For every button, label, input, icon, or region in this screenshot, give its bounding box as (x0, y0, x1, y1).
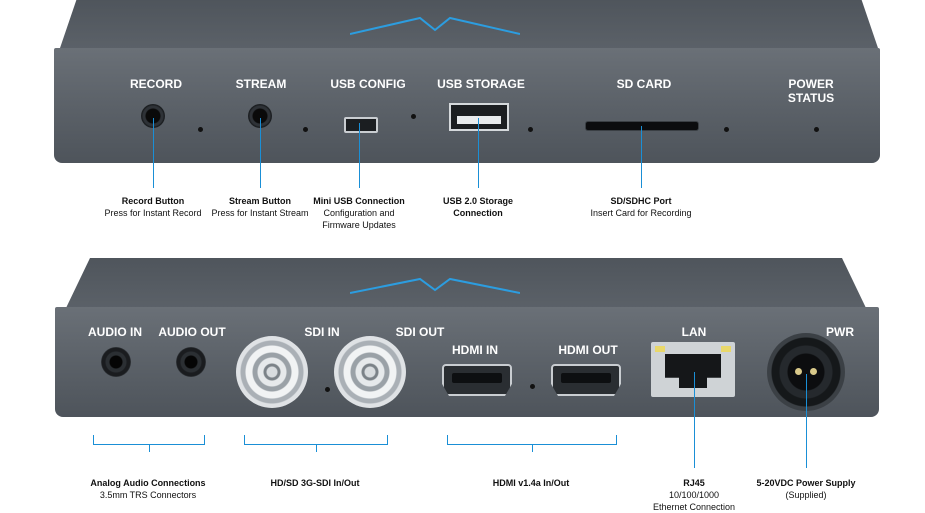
hdmi-caption-title: HDMI v1.4a In/Out (492, 478, 570, 488)
usb-storage-caption-title: USB 2.0 Storage (442, 196, 514, 206)
power-status-led (814, 127, 819, 132)
pwr-caption: 5-20VDC Power Supply (Supplied) (748, 477, 864, 501)
sd-card-callout-line (641, 126, 642, 188)
top-device-logo-mark (350, 16, 520, 35)
usb-config-led (411, 114, 416, 119)
audio-out-jack[interactable] (176, 347, 206, 377)
audio-in-jack[interactable] (101, 347, 131, 377)
rj45-led-left (655, 346, 665, 352)
rj45-ethernet-port[interactable] (651, 342, 735, 397)
audio-caption-title: Analog Audio Connections (90, 478, 206, 488)
usb-storage-callout-line (478, 118, 479, 188)
hdmi-callout-bracket (447, 435, 617, 452)
lan-caption-sub1: 10/100/1000 (668, 490, 720, 500)
pwr-callout-line (806, 374, 807, 468)
hdmi-in-label: HDMI IN (452, 343, 498, 357)
rj45-led-right (721, 346, 731, 352)
sdi-caption-title: HD/SD 3G-SDI In/Out (270, 478, 360, 488)
stream-callout-line (260, 118, 261, 188)
stream-led (303, 127, 308, 132)
record-caption: Record Button Press for Instant Record (98, 195, 208, 219)
usb-config-caption-sub2: Firmware Updates (322, 220, 396, 230)
pwr-caption-title: 5-20VDC Power Supply (756, 478, 856, 488)
sdi-caption: HD/SD 3G-SDI In/Out (255, 477, 375, 489)
audio-out-label: AUDIO OUT (158, 325, 226, 339)
sd-card-slot[interactable] (586, 122, 698, 130)
sdi-out-label: SDI OUT (395, 325, 445, 339)
sd-card-caption: SD/SDHC Port Insert Card for Recording (581, 195, 701, 219)
sd-card-led (724, 127, 729, 132)
hdmi-out-port[interactable] (551, 364, 621, 396)
record-callout-line (153, 118, 154, 188)
usb-config-caption: Mini USB Connection Configuration and Fi… (309, 195, 409, 231)
power-pin-left (795, 368, 802, 375)
usb-a-port-tongue (457, 116, 501, 124)
usb-storage-caption-sub: Connection (453, 208, 503, 218)
usb-a-port[interactable] (449, 103, 509, 131)
lan-label: LAN (681, 325, 707, 339)
power-status-label-line1: POWER (788, 77, 834, 91)
stream-caption: Stream Button Press for Instant Stream (205, 195, 315, 219)
record-label: RECORD (129, 77, 182, 91)
sd-card-label: SD CARD (616, 77, 672, 91)
usb-config-callout-line (359, 123, 360, 188)
stream-caption-title: Stream Button (228, 196, 291, 206)
lan-caption: RJ45 10/100/1000 Ethernet Connection (644, 477, 744, 513)
sdi-in-label: SDI IN (304, 325, 340, 339)
audio-callout-bracket (93, 435, 205, 452)
audio-in-label: AUDIO IN (88, 325, 142, 339)
stream-caption-sub: Press for Instant Stream (211, 208, 309, 218)
hdmi-caption: HDMI v1.4a In/Out (471, 477, 591, 489)
hdmi-out-label: HDMI OUT (558, 343, 618, 357)
hdmi-led (530, 384, 535, 389)
usb-config-caption-title: Mini USB Connection (313, 196, 405, 206)
pwr-label: PWR (826, 325, 854, 339)
mini-usb-port[interactable] (344, 117, 378, 133)
bottom-device-logo-mark (350, 277, 520, 294)
sdi-callout-bracket (244, 435, 388, 452)
stream-label: STREAM (235, 77, 287, 91)
power-pin-right (810, 368, 817, 375)
power-status-label-line2: STATUS (787, 91, 835, 105)
audio-caption-sub: 3.5mm TRS Connectors (99, 490, 197, 500)
lan-caption-title: RJ45 (683, 478, 705, 488)
usb-config-caption-sub1: Configuration and (323, 208, 395, 218)
usb-config-label: USB CONFIG (330, 77, 406, 91)
record-caption-sub: Press for Instant Record (104, 208, 202, 218)
usb-storage-led (528, 127, 533, 132)
hdmi-in-port[interactable] (442, 364, 512, 396)
usb-storage-label: USB STORAGE (437, 77, 525, 91)
record-led (198, 127, 203, 132)
lan-caption-sub2: Ethernet Connection (652, 502, 736, 512)
pwr-caption-sub: (Supplied) (785, 490, 827, 500)
sdi-in-bnc-connector[interactable] (236, 336, 308, 408)
lan-callout-line (694, 372, 695, 468)
rj45-socket (665, 354, 721, 388)
sd-card-caption-title: SD/SDHC Port (610, 196, 672, 206)
sd-card-caption-sub: Insert Card for Recording (590, 208, 692, 218)
sdi-out-bnc-connector[interactable] (334, 336, 406, 408)
sdi-led (325, 387, 330, 392)
audio-caption: Analog Audio Connections 3.5mm TRS Conne… (83, 477, 213, 501)
record-caption-title: Record Button (121, 196, 185, 206)
usb-storage-caption: USB 2.0 Storage Connection (433, 195, 523, 219)
top-device-body (60, 0, 878, 48)
